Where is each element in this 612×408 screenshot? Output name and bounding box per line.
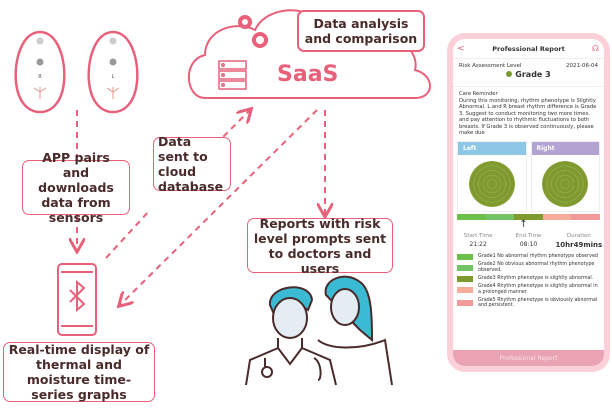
- left-polar-chart: [468, 160, 515, 207]
- back-icon[interactable]: <: [457, 43, 465, 54]
- sensor-left: [87, 30, 139, 114]
- server-icon: [218, 60, 247, 90]
- sensor-left-label: L: [112, 74, 115, 80]
- legend-item: Grade4 Rhythm phenotype is slightly abno…: [478, 284, 598, 295]
- duration-label: Duration: [566, 232, 591, 239]
- grade-dot-icon: [506, 71, 513, 77]
- realtime-box: Real-time display of thermal and moistur…: [3, 342, 155, 402]
- gears-icon: [238, 15, 268, 48]
- sensor-right-label: R: [38, 74, 42, 80]
- grade-pointer-icon: ↑: [519, 218, 528, 230]
- end-label: End Time: [515, 232, 542, 239]
- start-label: Start Time: [463, 232, 493, 239]
- right-header: Right: [531, 141, 599, 155]
- grade-legend: Grade1 No abnormal rhythm phenotype obse…: [453, 249, 604, 309]
- legend-item: Grade1 No abnormal rhythm phenotype obse…: [478, 253, 598, 259]
- app-pairs-box: APP pairs and downloads data from sensor…: [22, 150, 130, 225]
- professional-report-button[interactable]: Professional Report: [453, 350, 604, 366]
- left-header: Left: [458, 141, 526, 155]
- grade-value: Grade 3: [515, 70, 551, 79]
- analysis-box: Data analysis and comparison: [297, 10, 425, 52]
- sensor-right: [14, 30, 66, 114]
- risk-label: Risk Assessment Level: [459, 63, 522, 69]
- saas-label: SaaS: [277, 62, 339, 87]
- care-title: Care Reminder: [459, 91, 498, 97]
- legend-item: Grade2 No obvious abnormal rhythm phenot…: [478, 262, 595, 273]
- care-text: During this monitoring, rhythm phenotype…: [459, 97, 597, 137]
- data-sent-box: Data sent to cloud database: [153, 134, 231, 194]
- end-value: 08:10: [519, 240, 538, 248]
- legend-item: Grade5 Rhythm phenotype is obviously abn…: [478, 297, 598, 309]
- duration-value: 10hr49mins: [555, 240, 603, 249]
- start-value: 21:22: [469, 240, 487, 248]
- legend-item: Grade3 Rhythm phenotype is slightly abno…: [478, 275, 594, 281]
- report-date: 2021-06-04: [566, 63, 598, 69]
- bluetooth-phone-icon: [57, 263, 97, 336]
- right-polar-chart: [542, 160, 589, 207]
- grade-scale-bar: [457, 213, 600, 220]
- reports-box: Reports with risk level prompts sent to …: [247, 216, 393, 276]
- headset-icon[interactable]: ☊: [591, 44, 599, 53]
- report-phone: < Professional Report ☊ Risk Assessment …: [447, 33, 610, 372]
- doctors-icon: [245, 275, 393, 386]
- report-title: Professional Report: [492, 44, 565, 53]
